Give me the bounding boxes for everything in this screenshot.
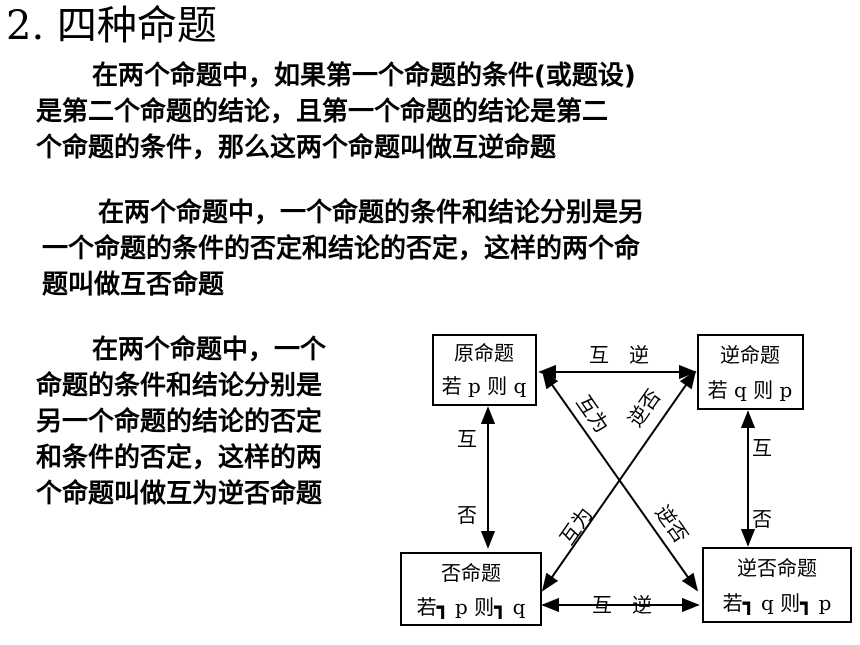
paragraph-line: 另一个命题的结论的否定 [36, 407, 323, 437]
box-title: 逆否命题 [737, 556, 817, 580]
paragraph-line: 在两个命题中，如果第一个命题的条件(或题设) [92, 61, 636, 91]
paragraph-line: 是第二个命题的结论，且第一个命题的结论是第二 [36, 97, 609, 127]
section-title: 2. 四种命题 [6, 3, 217, 49]
paragraph-line: 在两个命题中，一个 [92, 335, 327, 365]
paragraph-line: 命题的条件和结论分别是 [36, 371, 323, 401]
diagonal-label-lower-left: 互为 [555, 503, 598, 550]
right-relation-label-top: 互 [752, 436, 772, 460]
paragraph-line: 和条件的否定，这样的两 [36, 443, 323, 473]
paragraph-line: 题叫做互否命题 [42, 270, 225, 300]
box-content: 若┓ p 则┓ q [417, 595, 526, 620]
left-relation-label-bottom: 否 [457, 503, 477, 527]
diagonal-label-lower-right: 逆否 [650, 501, 693, 548]
box-title: 原命题 [454, 341, 514, 365]
converse-proposition-box: 逆命题 若 q 则 p [697, 334, 804, 410]
box-content: 若 q 则 p [708, 378, 793, 402]
diagonal-label-upper-left: 互为 [571, 391, 614, 438]
box-title: 逆命题 [720, 343, 780, 367]
top-relation-label: 互 逆 [589, 343, 649, 367]
bottom-relation-label: 互 逆 [592, 593, 652, 617]
box-content: 若┓ q 则┓ p [723, 591, 832, 616]
box-title: 否命题 [441, 561, 501, 585]
paragraph-line: 在两个命题中，一个命题的条件和结论分别是另 [98, 198, 645, 228]
converse-definition-paragraph: 在两个命题中，如果第一个命题的条件(或题设) 是第二个命题的结论，且第一个命题的… [36, 58, 636, 166]
contrapositive-definition-paragraph: 在两个命题中，一个 命题的条件和结论分别是 另一个命题的结论的否定 和条件的否定… [36, 332, 326, 512]
original-proposition-box: 原命题 若 p 则 q [432, 334, 537, 406]
paragraph-line: 个命题的条件，那么这两个命题叫做互逆命题 [36, 133, 557, 163]
paragraph-line: 一个命题的条件的否定和结论的否定，这样的两个命 [42, 234, 641, 264]
contrapositive-proposition-box: 逆否命题 若┓ q 则┓ p [702, 547, 852, 623]
box-content: 若 p 则 q [442, 374, 527, 398]
inverse-definition-paragraph: 在两个命题中，一个命题的条件和结论分别是另 一个命题的条件的否定和结论的否定，这… [42, 195, 644, 303]
inverse-proposition-box: 否命题 若┓ p 则┓ q [400, 552, 542, 626]
diagonal-contrapositive-arrow-2 [541, 370, 697, 592]
left-relation-label-top: 互 [457, 427, 477, 451]
paragraph-line: 个命题叫做互为逆否命题 [36, 479, 323, 509]
right-relation-label-bottom: 否 [752, 507, 772, 531]
